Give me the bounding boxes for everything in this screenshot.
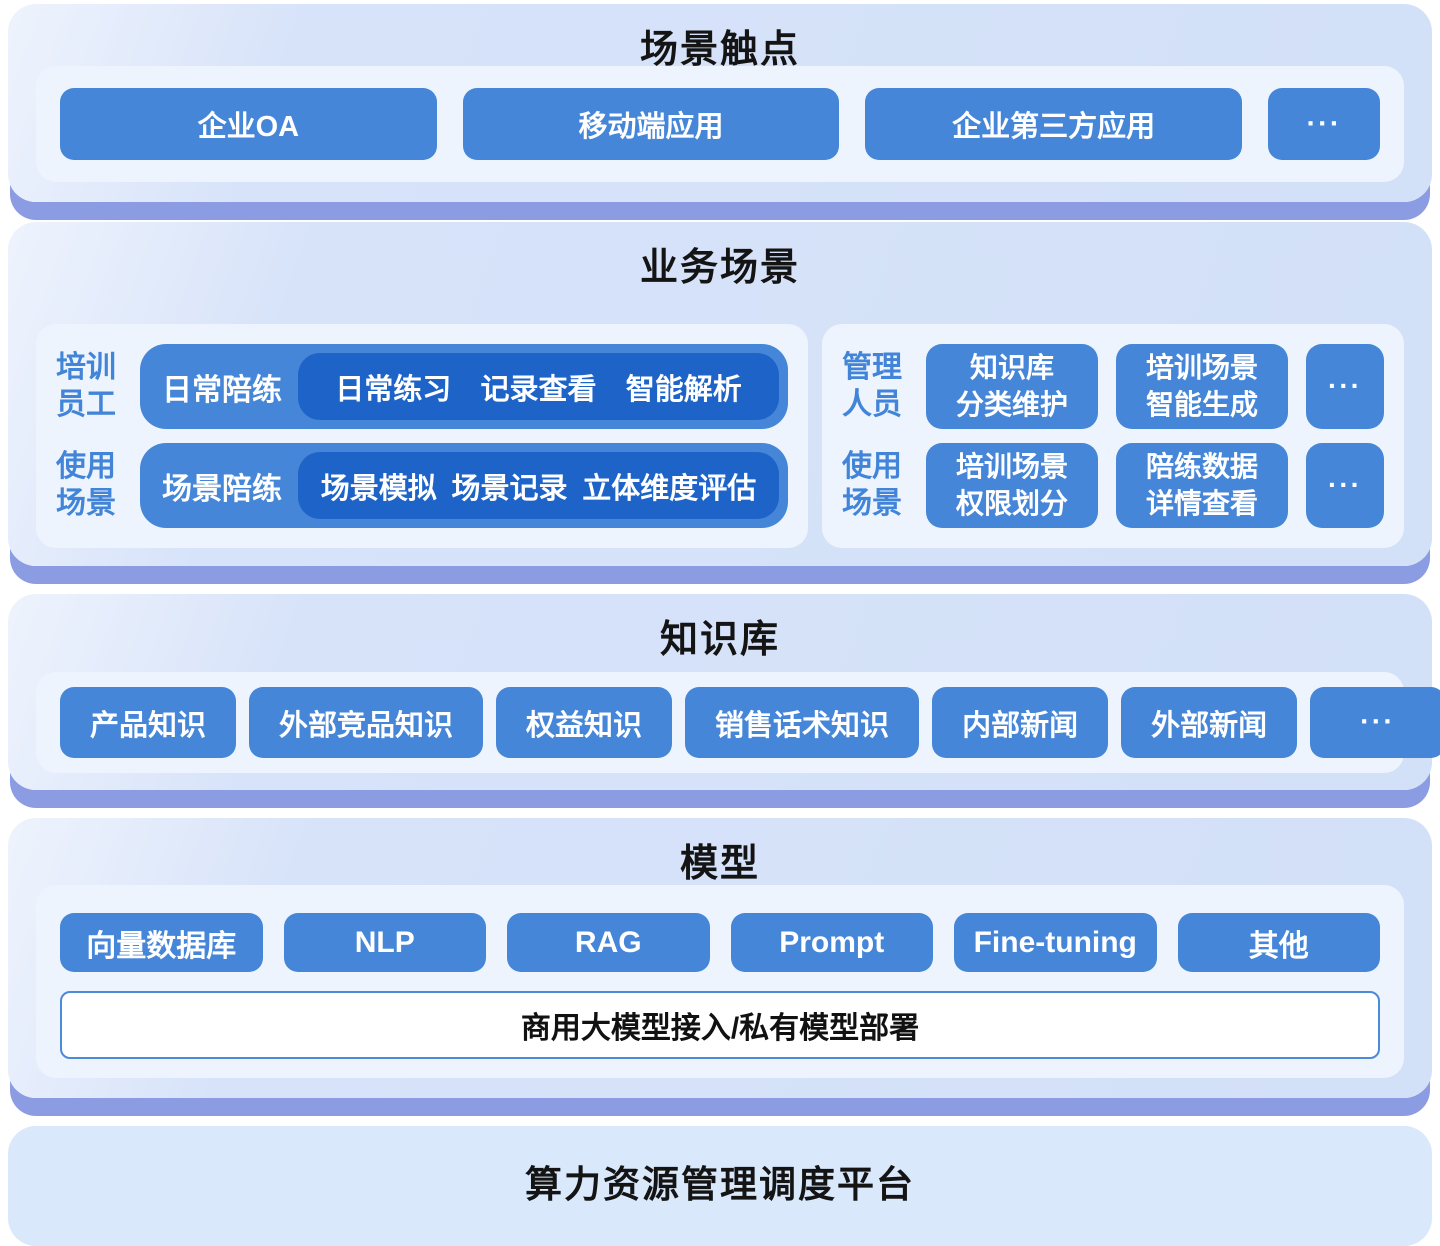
box-line: 详情查看 <box>1145 487 1258 519</box>
block-mobile-app: 移动端应用 <box>462 88 840 160</box>
box-line: 培训场景 <box>955 450 1068 482</box>
block-competitor-knowledge: 外部竞品知识 <box>249 687 484 758</box>
item-daily-exercise: 日常练习 <box>335 373 452 406</box>
box-line: 陪练数据 <box>1145 450 1258 482</box>
scenario-practice-pill-label: 场景陪练 <box>162 472 282 506</box>
touchpoints-title: 场景触点 <box>639 29 800 71</box>
block-rights-knowledge: 权益知识 <box>496 687 673 758</box>
block-enterprise-oa: 企业OA <box>60 88 437 160</box>
box-line: 权限划分 <box>955 487 1068 519</box>
touchpoints-tray: 企业OA 移动端应用 企业第三方应用 ··· <box>36 66 1404 182</box>
business-title: 业务场景 <box>639 247 800 289</box>
box-line: 智能生成 <box>1145 388 1258 420</box>
employee-row-scenario-label: 使用 场景 <box>56 443 122 528</box>
business-scenarios-panel: 业务场景 培训 员工 日常陪练 日常练习 记录查看 智能解析 使用 场景 <box>8 222 1432 566</box>
daily-practice-items: 日常练习 记录查看 智能解析 <box>298 353 779 420</box>
knowledge-more-block: ··· <box>1310 687 1440 758</box>
item-scenario-record: 场景记录 <box>451 472 568 505</box>
block-scenario-auto-generation: 培训场景 智能生成 <box>1116 344 1288 429</box>
block-third-party-app: 企业第三方应用 <box>865 88 1243 160</box>
manager-row-2-label: 使用 场景 <box>842 443 908 528</box>
block-external-news: 外部新闻 <box>1121 687 1298 758</box>
employee-row-daily: 培训 员工 日常陪练 日常练习 记录查看 智能解析 <box>56 344 788 429</box>
scenario-practice-items: 场景模拟 场景记录 立体维度评估 <box>298 452 779 519</box>
block-product-knowledge: 产品知识 <box>60 687 237 758</box>
daily-practice-pill-label: 日常陪练 <box>162 373 282 407</box>
touchpoints-more-block: ··· <box>1268 88 1381 160</box>
manager-row-1: 管理 人员 知识库 分类维护 培训场景 智能生成 ··· <box>842 344 1384 429</box>
manager-row-2: 使用 场景 培训场景 权限划分 陪练数据 详情查看 ··· <box>842 443 1384 528</box>
employee-row-scenario: 使用 场景 场景陪练 场景模拟 场景记录 立体维度评估 <box>56 443 788 528</box>
manager-scenarios-tray: 管理 人员 知识库 分类维护 培训场景 智能生成 ··· 使用 场景 培训场景 … <box>822 324 1404 548</box>
employee-scenarios-tray: 培训 员工 日常陪练 日常练习 记录查看 智能解析 使用 场景 场景陪练 场景模… <box>36 324 808 548</box>
item-smart-analysis: 智能解析 <box>625 373 742 406</box>
knowledge-tray: 产品知识 外部竞品知识 权益知识 销售话术知识 内部新闻 外部新闻 ··· <box>36 672 1440 773</box>
scenario-practice-pill: 场景陪练 场景模拟 场景记录 立体维度评估 <box>140 443 788 528</box>
llm-access-deployment-bar: 商用大模型接入/私有模型部署 <box>60 991 1380 1059</box>
manager-row-1-label: 管理 人员 <box>842 344 908 429</box>
block-other: 其他 <box>1177 913 1380 972</box>
block-fine-tuning: Fine-tuning <box>954 913 1157 972</box>
knowledge-base-panel: 知识库 产品知识 外部竞品知识 权益知识 销售话术知识 内部新闻 外部新闻 ··… <box>8 594 1440 790</box>
daily-practice-pill: 日常陪练 日常练习 记录查看 智能解析 <box>140 344 788 429</box>
label-line: 培训 <box>56 350 116 384</box>
compute-platform-panel: 算力资源管理调度平台 <box>8 1126 1432 1246</box>
label-line: 员工 <box>56 387 116 421</box>
item-multidimensional-evaluation: 立体维度评估 <box>582 472 757 505</box>
model-tray: 向量数据库 NLP RAG Prompt Fine-tuning 其他 商用大模… <box>36 885 1404 1078</box>
label-line: 管理 <box>842 350 902 384</box>
block-vector-database: 向量数据库 <box>60 913 263 972</box>
box-line: 知识库 <box>969 351 1054 383</box>
touchpoints-panel: 场景触点 企业OA 移动端应用 企业第三方应用 ··· <box>8 4 1432 202</box>
block-prompt: Prompt <box>730 913 933 972</box>
label-line: 场景 <box>56 486 116 520</box>
block-rag: RAG <box>507 913 710 972</box>
employee-row-daily-label: 培训 员工 <box>56 344 122 429</box>
block-internal-news: 内部新闻 <box>932 687 1109 758</box>
block-sales-script-knowledge: 销售话术知识 <box>685 687 920 758</box>
item-record-view: 记录查看 <box>480 373 597 406</box>
item-scenario-simulation: 场景模拟 <box>320 472 437 505</box>
manager-row-1-more-block: ··· <box>1306 344 1384 429</box>
platform-title: 算力资源管理调度平台 <box>525 1164 915 1205</box>
block-nlp: NLP <box>283 913 486 972</box>
block-practice-data-detail: 陪练数据 详情查看 <box>1116 443 1288 528</box>
model-panel: 模型 向量数据库 NLP RAG Prompt Fine-tuning 其他 商… <box>8 818 1432 1098</box>
model-title: 模型 <box>679 843 760 885</box>
label-line: 人员 <box>842 387 902 421</box>
label-line: 使用 <box>56 449 116 483</box>
block-scenario-permission: 培训场景 权限划分 <box>926 443 1098 528</box>
label-line: 使用 <box>842 449 902 483</box>
manager-row-2-more-block: ··· <box>1306 443 1384 528</box>
model-blocks-row: 向量数据库 NLP RAG Prompt Fine-tuning 其他 <box>60 913 1380 972</box>
knowledge-title: 知识库 <box>659 619 780 661</box>
block-kb-category-maintenance: 知识库 分类维护 <box>926 344 1098 429</box>
label-line: 场景 <box>842 486 902 520</box>
box-line: 分类维护 <box>955 388 1068 420</box>
box-line: 培训场景 <box>1145 351 1258 383</box>
